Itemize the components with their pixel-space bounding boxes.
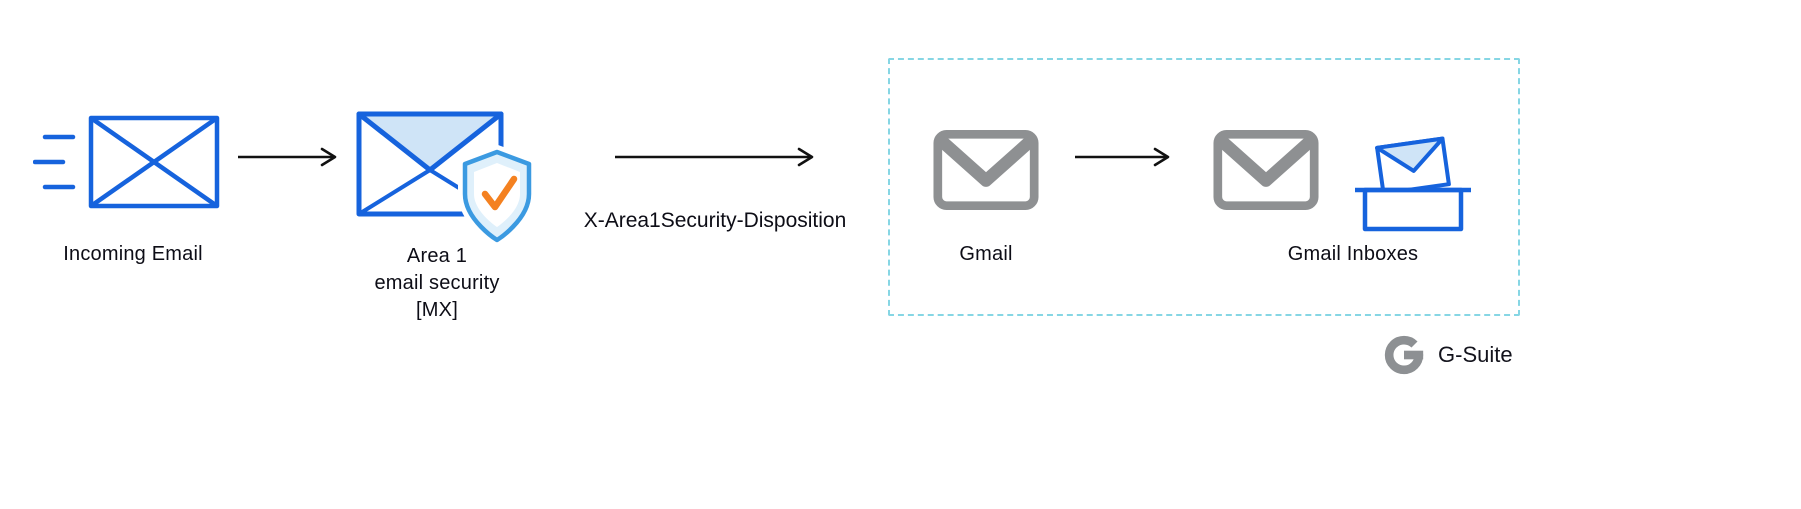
- brand-footer: G-Suite: [1381, 332, 1513, 378]
- area1-security-icon: [355, 110, 540, 248]
- area1-label: Area 1 email security [MX]: [337, 243, 537, 324]
- gsuite-dashed-boundary: [888, 58, 1520, 316]
- gmail-label: Gmail: [959, 243, 1013, 265]
- gmail-inboxes-gmail-icon: [1213, 128, 1319, 212]
- brand-label: G-Suite: [1438, 342, 1513, 367]
- arrow-area1-to-gmail: [615, 145, 815, 169]
- arrow-incoming-to-area1: [238, 145, 338, 169]
- gmail-icon: [933, 128, 1039, 212]
- envelope-speed-icon: [33, 115, 220, 209]
- area1-label-line2: email security: [374, 272, 500, 294]
- area1-label-line3: [MX]: [416, 299, 458, 321]
- arrow-gmail-to-inboxes: [1075, 145, 1171, 169]
- g-logo-icon: [1381, 332, 1427, 378]
- incoming-email-label: Incoming Email: [63, 243, 203, 265]
- incoming-email-icon: [33, 112, 223, 212]
- envelope-shield-icon: [356, 111, 536, 248]
- area1-label-line1: Area 1: [406, 245, 468, 267]
- gmail-inboxes-label: Gmail Inboxes: [1287, 243, 1419, 265]
- disposition-header-label: X-Area1Security-Disposition: [583, 209, 847, 232]
- envelope-in-tray-icon: [1353, 132, 1473, 234]
